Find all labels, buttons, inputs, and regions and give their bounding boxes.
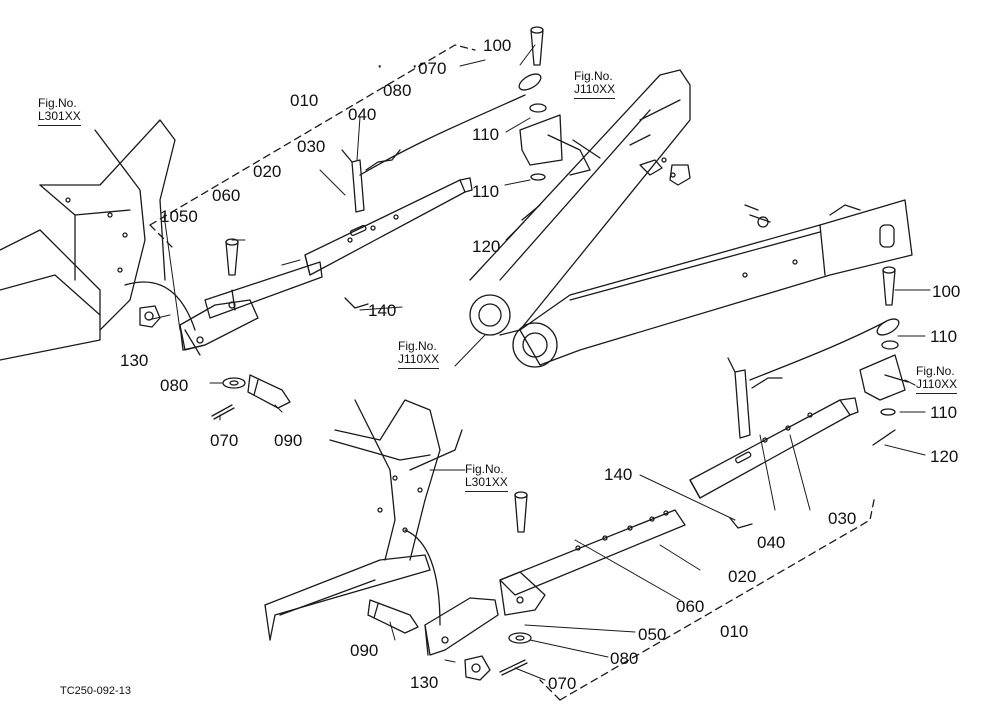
- fig-ref-label: Fig.No.: [398, 339, 437, 353]
- callout-100-lower: 100: [932, 282, 961, 301]
- tractor-frame-lower: [264, 399, 463, 641]
- callout-030-upper: 030: [297, 137, 326, 156]
- callout-060-upper: 060: [212, 186, 241, 205]
- fig-ref-label: Fig.No.: [465, 462, 504, 476]
- mark-140-upper: [344, 297, 369, 309]
- callout-140-lower: 140: [604, 465, 633, 484]
- callout-060-lower: 060: [676, 597, 705, 616]
- leader-lines-upper: [147, 44, 536, 421]
- callout-120-upper: 120: [472, 237, 501, 256]
- washer-080-upper: [222, 377, 246, 389]
- callout-050-upper: 1050: [160, 207, 198, 226]
- bolt-090-upper: [247, 374, 291, 409]
- fig-ref-label: Fig.No.: [574, 69, 613, 83]
- callout-030-lower: 030: [828, 509, 857, 528]
- callout-080-lower: 080: [610, 649, 639, 668]
- chain-pin-040-lower: [727, 318, 900, 439]
- fig-ref-code: J110XX: [398, 353, 440, 369]
- callout-010-upper: 010: [290, 91, 319, 110]
- bolt-090-lower: [367, 599, 419, 634]
- callout-120-lower: 120: [930, 447, 959, 466]
- stabilizer-bar-lower: [499, 397, 859, 616]
- fig-ref-code: J110XX: [574, 83, 616, 99]
- cotter-pin-070-upper: [211, 404, 235, 420]
- nut-130-lower: [464, 655, 491, 681]
- fig-ref-upper-left: Fig.No. L301XX: [38, 96, 81, 126]
- fig-ref-code: J110XX: [916, 378, 958, 394]
- lower-link-arm-right: [512, 199, 913, 368]
- bracket-110-lower: [859, 340, 909, 446]
- callout-070-upper-group: 070: [418, 59, 447, 78]
- pin-100-lower: [882, 266, 896, 306]
- fig-ref-upper-lower: Fig.No. J110XX: [398, 339, 440, 369]
- callout-110a-upper: 110: [472, 125, 500, 144]
- assembly-arrow-lower: [404, 529, 441, 626]
- drawing-reference: TC250-092-13: [60, 685, 131, 697]
- lower-link-arm-upper: [469, 69, 691, 336]
- callout-070-lower: 070: [548, 674, 577, 693]
- fig-ref-label: Fig.No.: [38, 96, 77, 110]
- fig-ref-lower-left: Fig.No. L301XX: [465, 462, 508, 492]
- callout-010-lower: 010: [720, 622, 749, 641]
- assembly-arrow-upper: [124, 281, 196, 331]
- callout-140-upper: 140: [368, 301, 397, 320]
- callout-020-lower: 020: [728, 567, 757, 586]
- mark-140-lower: [729, 517, 753, 529]
- callout-100-upper: 100: [483, 36, 512, 55]
- kit-boundary-upper: [149, 44, 476, 251]
- leader-lines-lower: [389, 289, 931, 681]
- fig-ref-code: L301XX: [465, 476, 508, 492]
- stabilizer-bar-upper: [179, 177, 473, 356]
- callout-040-upper: 040: [348, 105, 377, 124]
- callout-110b-lower: 110: [930, 403, 958, 422]
- callout-110a-lower: 110: [930, 327, 958, 346]
- kit-boundary-lower: [539, 494, 876, 701]
- clevis-050-lower: [424, 597, 499, 656]
- callout-050-lower: 050: [638, 625, 667, 644]
- tractor-frame-upper: [0, 119, 176, 361]
- callout-070-upper: 070: [210, 431, 239, 450]
- callout-020-upper: 020: [253, 162, 282, 181]
- pin-060-lower: [514, 491, 528, 533]
- callout-080-upper: 080: [160, 376, 189, 395]
- callout-130-lower: 130: [410, 673, 439, 692]
- cotter-pin-070-lower: [499, 659, 528, 676]
- pin-060-upper: [225, 238, 239, 276]
- callout-090-lower: 090: [350, 641, 379, 660]
- washer-080-lower: [508, 632, 532, 644]
- callout-090-upper: 090: [274, 431, 303, 450]
- nuts-right-top: [639, 159, 771, 228]
- callout-110b-upper: 110: [472, 182, 500, 201]
- callout-080-upper-group: 080: [383, 81, 412, 100]
- callout-040-080-070-upper: 040·080·070: [348, 55, 447, 124]
- callout-040-lower: 040: [757, 533, 786, 552]
- fig-ref-code: L301XX: [38, 110, 81, 126]
- bracket-110-upper: [519, 103, 601, 221]
- fig-ref-upper-mid: Fig.No. J110XX: [574, 69, 616, 99]
- nut-130-upper: [139, 305, 161, 328]
- callout-130-upper: 130: [120, 351, 149, 370]
- pin-100-upper: [530, 26, 544, 66]
- chain-pin-040-upper: [341, 73, 542, 213]
- fig-ref-lower-right: Fig.No. J110XX: [916, 364, 958, 394]
- fig-ref-label: Fig.No.: [916, 364, 955, 378]
